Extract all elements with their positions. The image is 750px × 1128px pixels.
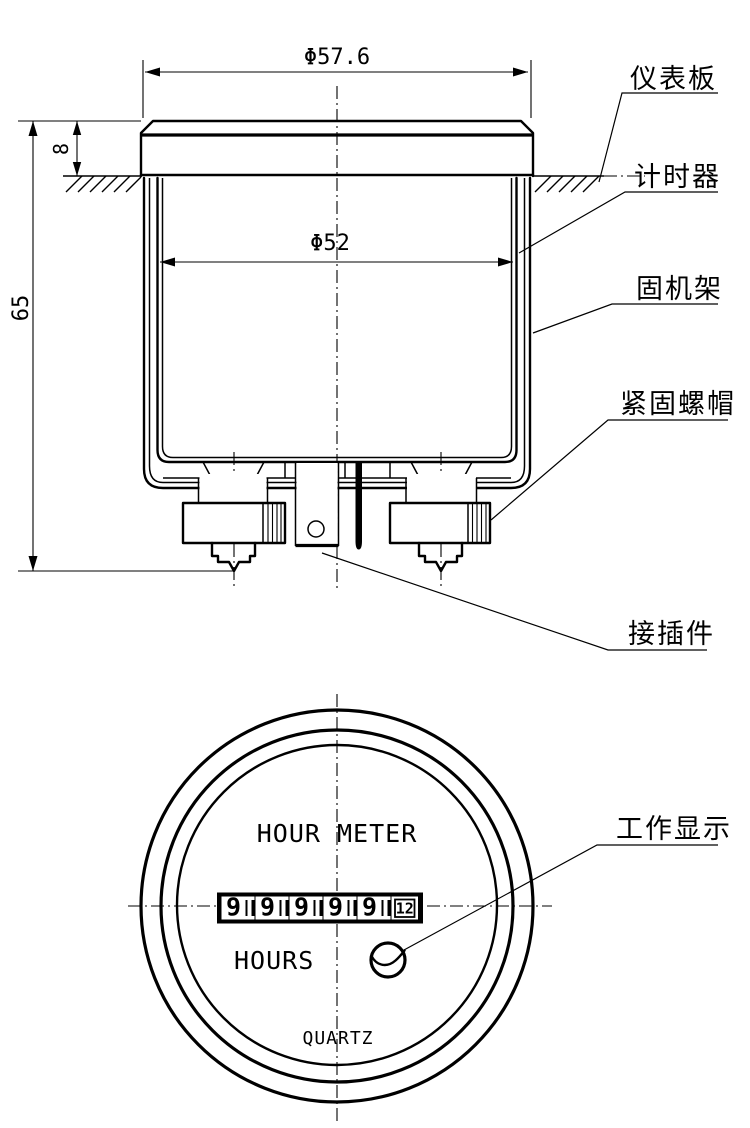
leader-timer bbox=[518, 191, 718, 254]
dial-unit-label: HOURS bbox=[234, 946, 314, 975]
right-boss-fill bbox=[407, 474, 476, 503]
side-view: Φ57.6 Φ52 65 8 仪表板 bbox=[9, 45, 736, 651]
right-knurl-lines bbox=[471, 503, 487, 543]
counter-cell bbox=[289, 896, 314, 920]
label-panel: 仪表板 bbox=[630, 64, 717, 94]
timer-case-inner-line bbox=[161, 178, 513, 459]
leader-panel bbox=[598, 92, 718, 183]
dial-title: HOUR METER bbox=[257, 819, 418, 848]
dim-total-height: 65 bbox=[9, 120, 233, 572]
left-nut-outline bbox=[181, 501, 287, 545]
right-boss-sides bbox=[405, 478, 478, 503]
leader-lock-nut bbox=[490, 419, 728, 521]
label-timer: 计时器 bbox=[634, 162, 721, 192]
counter-wheel-separators bbox=[244, 896, 391, 920]
label-indicator: 工作显示 bbox=[616, 814, 732, 844]
dial-middle-ring bbox=[159, 728, 515, 1084]
counter-digit-units: 12 bbox=[396, 900, 414, 918]
indicator-disc-arc bbox=[370, 949, 406, 967]
leader-indicator bbox=[403, 844, 718, 951]
left-stud-assembly bbox=[181, 474, 287, 573]
connector-hole bbox=[307, 520, 325, 538]
connector-fill bbox=[296, 463, 338, 546]
part-labels: 仪表板 计时器 固机架 紧固螺帽 接插件 bbox=[321, 64, 736, 651]
dial-movement-label: QUARTZ bbox=[302, 1028, 373, 1049]
dim-outer-arrow-right bbox=[513, 67, 528, 77]
dim-outer-diameter: Φ57.6 bbox=[142, 45, 532, 118]
terminal-pin bbox=[355, 463, 362, 550]
panel-hatch-right bbox=[534, 175, 600, 193]
indicator-circle bbox=[369, 941, 407, 979]
front-view: HOUR METER 9 9 9 9 bbox=[128, 694, 732, 1122]
dial-outer-ring bbox=[139, 708, 535, 1104]
counter-cell bbox=[255, 896, 280, 920]
counter-units-box bbox=[394, 898, 416, 918]
dim-bezel-height: 8 bbox=[49, 121, 82, 176]
right-nut-fill bbox=[390, 503, 490, 543]
dim-height-arrow-bottom bbox=[28, 556, 38, 571]
left-boss-fill bbox=[199, 474, 267, 503]
counter-cell bbox=[323, 896, 348, 920]
leader-connector bbox=[321, 552, 707, 651]
label-connector: 接插件 bbox=[628, 619, 715, 649]
counter-digit: 9 bbox=[328, 893, 343, 922]
counter-cell bbox=[357, 896, 382, 920]
left-nut-fill bbox=[183, 503, 285, 543]
dim-case-arrow-right bbox=[498, 257, 513, 267]
dim-bezel-arrow-top bbox=[72, 121, 82, 135]
dim-outer-text: Φ57.6 bbox=[304, 45, 370, 70]
dim-case-text: Φ52 bbox=[310, 231, 350, 256]
connector-sides bbox=[294, 462, 340, 546]
dim-outer-arrow-left bbox=[145, 67, 160, 77]
counter-digit: 9 bbox=[260, 893, 275, 922]
label-frame: 固机架 bbox=[636, 274, 723, 304]
dim-case-diameter: Φ52 bbox=[160, 231, 513, 267]
counter-display: 9 9 9 9 9 12 bbox=[217, 892, 423, 924]
plate-dividers bbox=[284, 462, 391, 478]
label-lock-nut: 紧固螺帽 bbox=[620, 389, 736, 419]
right-stud-assembly bbox=[388, 474, 492, 573]
dial-inner-ring bbox=[175, 743, 499, 1067]
left-boss-sides bbox=[197, 478, 269, 503]
dim-case-arrow-left bbox=[160, 257, 175, 267]
left-stud-tip bbox=[210, 541, 257, 573]
dim-bezel-text: 8 bbox=[49, 143, 73, 155]
dim-height-text: 65 bbox=[9, 295, 34, 322]
counter-digit: 9 bbox=[226, 893, 241, 922]
counter-cell bbox=[221, 896, 246, 920]
counter-digit: 9 bbox=[294, 893, 309, 922]
leader-frame bbox=[532, 303, 718, 334]
right-stud-tip bbox=[417, 541, 464, 573]
right-nut-outline bbox=[388, 501, 492, 545]
instrument-panel-section bbox=[63, 175, 645, 193]
dim-outer-ext-lines bbox=[142, 60, 532, 118]
dim-bezel-arrow-bottom bbox=[72, 162, 82, 176]
counter-digit: 9 bbox=[362, 893, 377, 922]
working-indicator bbox=[369, 941, 407, 979]
panel-hatch-left bbox=[65, 175, 142, 193]
connector-tab bbox=[294, 462, 340, 548]
timer-case-outline bbox=[156, 176, 518, 464]
counter-units-cell bbox=[391, 896, 418, 920]
bezel-outline bbox=[139, 119, 535, 178]
dim-height-arrow-top bbox=[28, 121, 38, 136]
bezel bbox=[139, 119, 535, 178]
left-knurl-lines bbox=[267, 503, 282, 543]
